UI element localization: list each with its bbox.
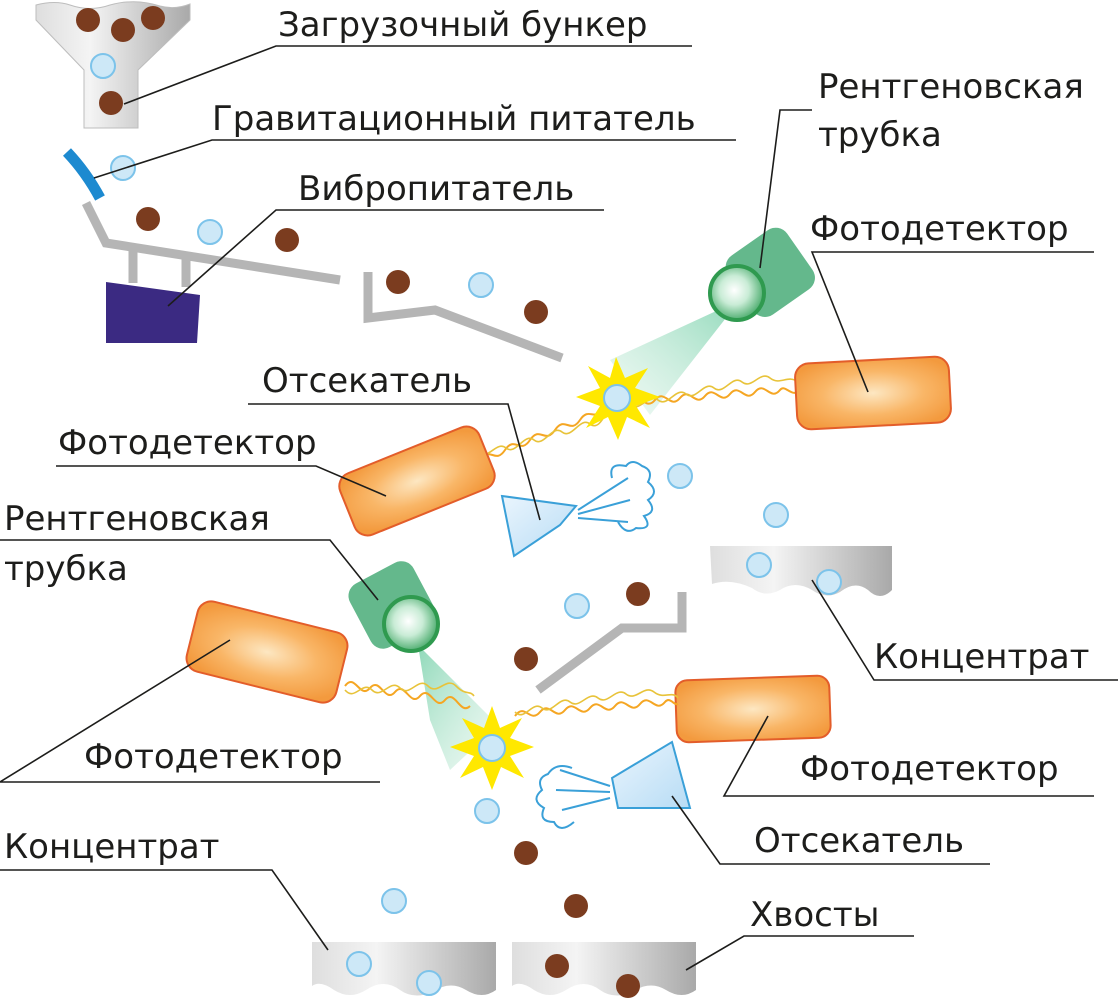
light-particle <box>468 272 494 298</box>
loading-hopper <box>35 1 191 129</box>
label-photodetector-lower-right: Фотодетектор <box>800 749 1059 789</box>
tailings-tray <box>512 942 696 998</box>
label-photodetector-lower-left: Фотодетектор <box>84 737 343 777</box>
dark-particle <box>275 228 299 252</box>
lower-chute <box>535 592 687 694</box>
label-xray-tube-lower-line1: Рентгеновская <box>4 499 270 539</box>
light-particle <box>564 593 590 619</box>
light-particle <box>667 463 693 489</box>
leader-lines <box>0 45 1118 971</box>
dark-particle <box>626 582 650 606</box>
dark-particle <box>514 647 538 671</box>
gravity-feeder <box>62 148 105 201</box>
light-particle <box>90 53 116 79</box>
dark-particle <box>76 8 100 32</box>
label-concentrate-upper: Концентрат <box>874 637 1090 677</box>
label-photodetector-upper-left: Фотодетектор <box>58 423 317 463</box>
dark-particle <box>111 18 135 42</box>
upper-flash <box>576 357 660 440</box>
label-tailings: Хвосты <box>750 895 879 935</box>
photodetector-lower-left <box>185 600 349 704</box>
dark-particle <box>524 300 548 324</box>
dark-particle <box>514 841 538 865</box>
concentrate-tray-lower <box>312 942 496 996</box>
lower-flash <box>450 706 534 790</box>
label-gravity-feeder: Гравитационный питатель <box>212 99 696 139</box>
photodetector-upper-left <box>338 425 496 537</box>
light-particle <box>763 502 789 528</box>
lower-signal-waves <box>344 681 679 717</box>
upper-xray-tube <box>610 227 815 415</box>
light-particle <box>474 798 500 824</box>
label-photodetector-upper-right: Фотодетектор <box>810 209 1069 249</box>
dark-particle <box>136 207 160 231</box>
vibro-feeder <box>81 200 341 343</box>
label-concentrate-lower: Концентрат <box>4 827 220 867</box>
label-vibro-feeder: Вибропитатель <box>298 169 574 209</box>
light-particle <box>381 888 407 914</box>
dark-particle <box>141 6 165 30</box>
inclined-chute <box>363 272 564 363</box>
photodetector-upper-right <box>794 355 952 431</box>
ejector-lower <box>535 740 692 829</box>
label-xray-tube-lower-line2: трубка <box>4 549 128 589</box>
label-xray-tube-upper-line1: Рентгеновская <box>818 67 1084 107</box>
dark-particle <box>564 894 588 918</box>
label-hopper: Загрузочный бункер <box>278 5 648 45</box>
label-ejector-upper: Отсекатель <box>262 361 472 401</box>
dark-particle <box>386 270 410 294</box>
concentrate-tray-upper <box>710 546 892 596</box>
photodetector-lower-right <box>674 674 832 744</box>
ejector-upper <box>500 461 655 558</box>
dark-particle <box>99 91 123 115</box>
label-xray-tube-upper-line2: трубка <box>818 115 942 155</box>
light-particle <box>197 219 223 245</box>
label-ejector-lower: Отсекатель <box>754 821 964 861</box>
